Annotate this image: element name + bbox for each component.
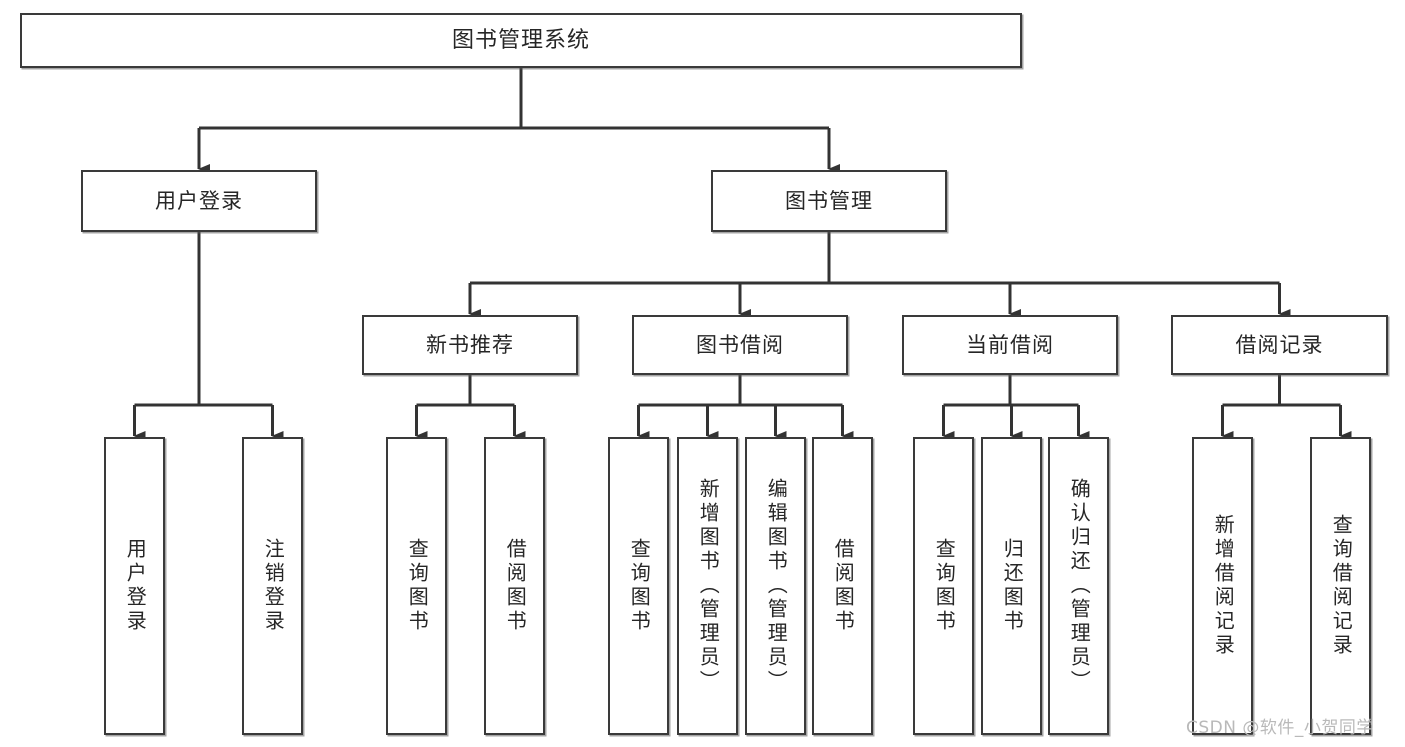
node-book-borrow[interactable]: 图书借阅 [632, 315, 848, 375]
node-root[interactable]: 图书管理系统 [20, 13, 1022, 68]
node-label: 用户登录 [155, 188, 243, 213]
node-leaf-add-record[interactable]: 新增借阅记录 [1192, 437, 1253, 735]
node-label: 用户登录 [123, 538, 148, 634]
node-label: 借阅记录 [1235, 332, 1324, 357]
node-leaf-query-book-borrow[interactable]: 查询图书 [608, 437, 669, 735]
node-label: 查询图书 [932, 538, 957, 634]
node-label: 查询借阅记录 [1329, 514, 1354, 658]
node-leaf-borrow-book[interactable]: 借阅图书 [812, 437, 873, 735]
node-label: 查询图书 [405, 538, 430, 634]
node-label: 新书推荐 [426, 332, 514, 357]
node-leaf-confirm-return[interactable]: 确认归还（管理员） [1048, 437, 1109, 735]
node-label: 新增借阅记录 [1211, 514, 1236, 658]
node-leaf-edit-book[interactable]: 编辑图书（管理员） [745, 437, 806, 735]
node-label: 图书管理系统 [451, 27, 590, 53]
node-leaf-add-book[interactable]: 新增图书（管理员） [677, 437, 738, 735]
node-leaf-query-record[interactable]: 查询借阅记录 [1310, 437, 1371, 735]
node-label: 编辑图书（管理员） [764, 478, 789, 694]
node-current-borrow[interactable]: 当前借阅 [902, 315, 1118, 375]
node-borrow-record[interactable]: 借阅记录 [1171, 315, 1388, 375]
node-label: 借阅图书 [503, 538, 528, 634]
node-new-book-recommend[interactable]: 新书推荐 [362, 315, 578, 375]
node-leaf-user-login[interactable]: 用户登录 [104, 437, 165, 735]
node-label: 归还图书 [1000, 538, 1025, 634]
node-leaf-return-book[interactable]: 归还图书 [981, 437, 1042, 735]
node-book-management[interactable]: 图书管理 [711, 170, 947, 232]
node-label: 新增图书（管理员） [696, 478, 721, 694]
node-user-login[interactable]: 用户登录 [81, 170, 317, 232]
node-label: 注销登录 [261, 538, 286, 634]
node-label: 当前借阅 [966, 332, 1054, 357]
node-leaf-query-book-recommend[interactable]: 查询图书 [386, 437, 447, 735]
node-label: 图书管理 [785, 188, 873, 213]
node-label: 借阅图书 [831, 538, 856, 634]
node-label: 确认归还（管理员） [1067, 478, 1092, 694]
node-label: 查询图书 [627, 538, 652, 634]
node-leaf-borrow-book-recommend[interactable]: 借阅图书 [484, 437, 545, 735]
node-leaf-logout[interactable]: 注销登录 [242, 437, 303, 735]
watermark-text: CSDN @软件_小贺同学 [1186, 718, 1374, 738]
node-leaf-query-book-current[interactable]: 查询图书 [913, 437, 974, 735]
node-label: 图书借阅 [696, 332, 784, 357]
